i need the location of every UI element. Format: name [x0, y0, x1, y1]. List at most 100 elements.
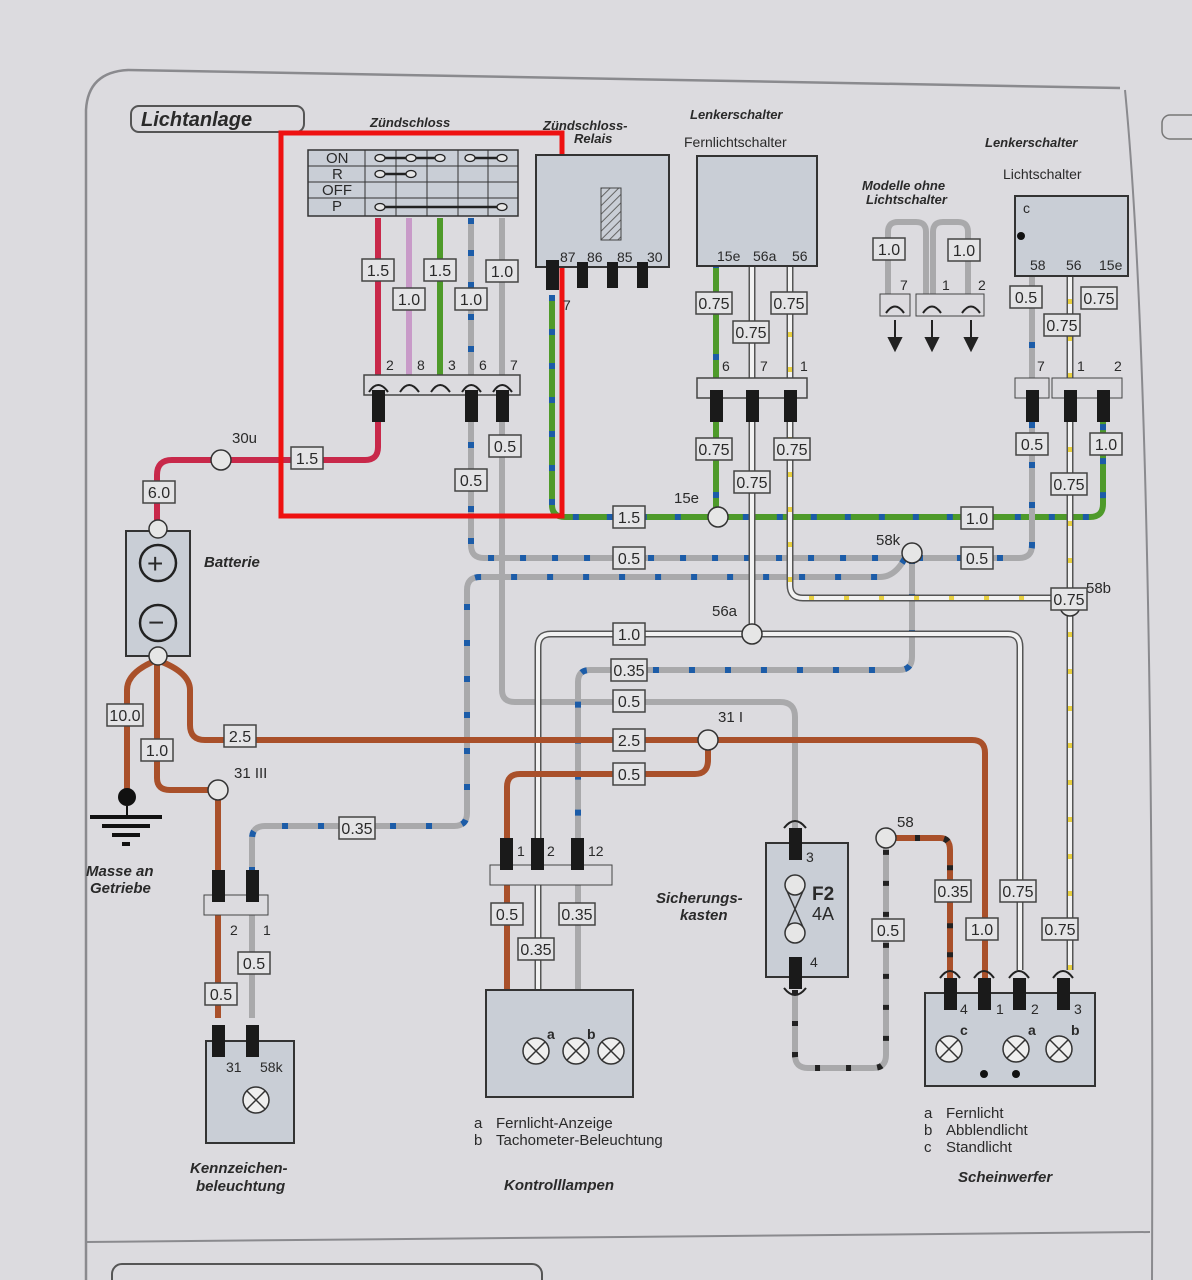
kontroll-lamp-a: a	[547, 1026, 555, 1042]
gauge-box	[490, 902, 524, 926]
gauge-value: 0.75	[773, 296, 804, 313]
sw-legend-a-text: Fernlicht	[946, 1105, 1004, 1122]
relais-plug	[607, 262, 618, 288]
kennzeichenbeleuchtung: 2 1 31 58k Kennzeichen- beleuchtung	[190, 870, 295, 1195]
gauge-box	[773, 437, 811, 461]
fuse-icon	[784, 874, 806, 896]
zs-plug-6	[465, 390, 478, 422]
title-tab	[130, 105, 305, 133]
licht-conn-pin-1: 1	[1077, 358, 1085, 374]
junction	[980, 1070, 988, 1078]
page-divider-right	[1124, 89, 1154, 1280]
node-30u	[210, 449, 232, 471]
gauge-box	[695, 291, 733, 315]
gauge-box	[1009, 285, 1043, 309]
kontroll-plug	[500, 838, 513, 870]
gauge-box	[558, 902, 596, 926]
batterie-box	[125, 530, 191, 657]
relais-plug	[546, 260, 559, 290]
scheinwerfer-pin-4: 4	[960, 1001, 968, 1017]
zs-pin-7: 7	[510, 357, 518, 373]
node-56a	[741, 623, 763, 645]
zs-pos-r: R	[332, 166, 343, 183]
gauge-box	[872, 237, 906, 261]
gauge-value: 0.75	[1046, 318, 1077, 335]
wire-brown-31i	[504, 740, 711, 990]
kennzeichen-pin-2: 2	[230, 922, 238, 938]
kennzeichen-pin-1: 1	[263, 922, 271, 938]
gauge-box	[485, 259, 519, 283]
licht-pin-56: 56	[1066, 257, 1082, 273]
wire-green-15e	[549, 295, 1106, 520]
licht-label: Lichtschalter	[1003, 166, 1082, 182]
gauge-value: 1.5	[296, 451, 318, 468]
node-30u-label: 30u	[232, 430, 257, 447]
gauge-value: 1.0	[491, 264, 513, 281]
zs-pos-off: OFF	[322, 182, 352, 199]
licht-switch-c: c	[1023, 200, 1030, 216]
gauge-value: 1.0	[966, 511, 988, 528]
masse-label-1: Masse an	[86, 863, 154, 880]
gauge-value: 0.5	[460, 473, 482, 490]
gauge-box	[695, 437, 733, 461]
gauge-value: 0.75	[1002, 884, 1033, 901]
section-divider	[85, 1231, 1151, 1243]
gauge-value: 0.5	[1021, 437, 1043, 454]
lamp-icon	[522, 1037, 625, 1065]
kontroll-legend-b-text: Tachometer-Beleuchtung	[496, 1132, 663, 1149]
gauge-value: 1.0	[460, 292, 482, 309]
bus-nodes: 15e 58k 58b 56a 31 I	[674, 490, 1111, 751]
gauge-box	[517, 937, 555, 961]
relais-plug	[577, 262, 588, 288]
fernlicht-pin-56a: 56a	[753, 248, 777, 264]
gauge-value: 0.5	[618, 694, 640, 711]
gauge-value: 0.75	[698, 442, 729, 459]
zuendschloss-label: Zündschloss	[369, 115, 450, 130]
ohne-label-2: Lichtschalter	[866, 192, 948, 207]
node-58b-label: 58b	[1086, 580, 1111, 597]
gauge-value: 0.75	[736, 475, 767, 492]
gauge-value: 0.5	[618, 551, 640, 568]
gauge-box	[770, 291, 808, 315]
gauge-value: 0.5	[210, 987, 232, 1004]
fuse-rating: 4A	[812, 904, 834, 924]
kontroll-pin-12: 12	[588, 843, 604, 859]
wire-grey-fuse-loop	[792, 838, 889, 1071]
zs-pin-3: 3	[448, 357, 456, 373]
node-31i	[697, 729, 719, 751]
gauge-value: 1.0	[146, 743, 168, 760]
gauge-value: 10.0	[109, 708, 140, 725]
licht-pin-15e: 15e	[1099, 257, 1123, 273]
sicherung-pin-3: 3	[806, 849, 814, 865]
gauge-value: 0.5	[877, 923, 899, 940]
node-31iii-label: 31 III	[234, 765, 267, 782]
gauge-box	[965, 917, 999, 941]
wire-ohne-loop-1	[885, 219, 929, 300]
masse: Masse an Getriebe 31 III	[86, 765, 267, 897]
sw-legend-b-text: Abblendlicht	[946, 1122, 1029, 1139]
gauge-value: 0.75	[1053, 592, 1084, 609]
sicherung-box	[765, 842, 849, 978]
gauge-box	[1089, 432, 1123, 456]
page-frame	[84, 68, 1121, 1280]
scheinwerfer-pin-1: 1	[996, 1001, 1004, 1017]
licht-junction	[1017, 232, 1025, 240]
kontroll-legend-a-text: Fernlicht-Anzeige	[496, 1115, 613, 1132]
node	[148, 519, 168, 539]
ohne-pin-7: 7	[900, 277, 908, 293]
scheinwerfer-plug	[978, 978, 991, 1010]
gauge-box	[423, 258, 457, 282]
sicherung-pin-4: 4	[810, 954, 818, 970]
gauge-value: 1.5	[429, 263, 451, 280]
gauge-value: 1.0	[398, 292, 420, 309]
kontroll-pin-2: 2	[547, 843, 555, 859]
node-58	[875, 827, 897, 849]
scheinwerfer-plug	[1057, 978, 1070, 1010]
sicherung-plug	[789, 957, 802, 989]
wire-white-56a-bus-core	[536, 632, 1022, 970]
gauge-value: 0.5	[494, 439, 516, 456]
scheinwerfer-lamp-a: a	[1028, 1022, 1036, 1038]
scheinwerfer-plug	[944, 978, 957, 1010]
node-58k-label: 58k	[876, 532, 901, 549]
